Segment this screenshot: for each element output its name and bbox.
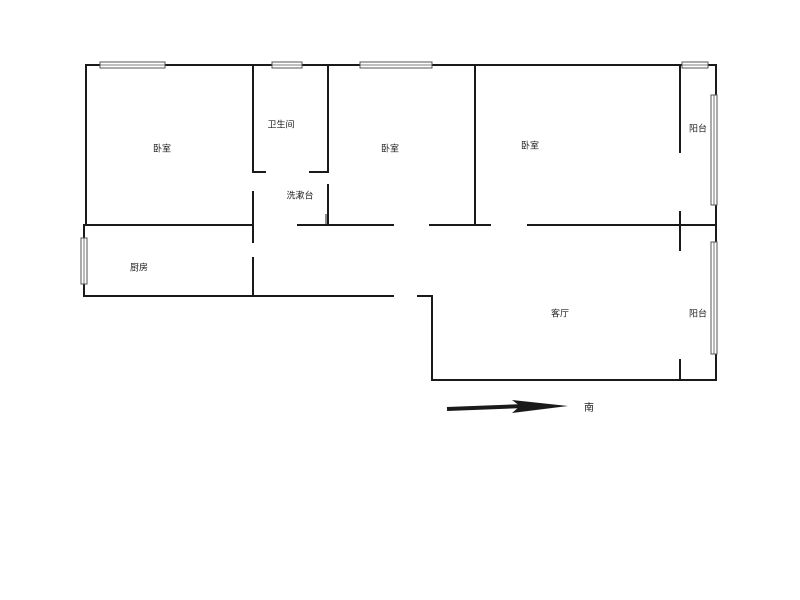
arrow-head-icon xyxy=(512,400,568,413)
window-balcony-top xyxy=(681,61,709,69)
window-bedroom-2 xyxy=(359,61,433,69)
walls xyxy=(83,64,717,381)
room-label-washbasin: 洗漱台 xyxy=(286,190,313,202)
room-label-kitchen: 厨房 xyxy=(130,262,148,274)
room-labels: 卧室 卫生间 卧室 卧室 阳台 洗漱台 厨房 客厅 阳台 xyxy=(130,119,707,320)
windows xyxy=(80,61,718,355)
compass: 南 xyxy=(446,400,594,414)
window-balcony-2 xyxy=(710,241,718,355)
compass-direction-label: 南 xyxy=(584,401,594,414)
window-bedroom-1 xyxy=(99,61,166,69)
window-balcony-1 xyxy=(710,94,718,206)
room-label-bathroom: 卫生间 xyxy=(267,119,294,131)
room-label-living-room: 客厅 xyxy=(551,308,569,320)
room-label-balcony-1: 阳台 xyxy=(689,123,707,135)
room-label-balcony-2: 阳台 xyxy=(689,308,707,320)
room-label-bedroom-1: 卧室 xyxy=(153,143,171,155)
arrow-right-icon xyxy=(446,404,526,411)
window-kitchen xyxy=(80,237,88,285)
window-bathroom xyxy=(271,61,303,69)
room-label-bedroom-2: 卧室 xyxy=(381,143,399,155)
room-label-bedroom-3: 卧室 xyxy=(521,140,539,152)
